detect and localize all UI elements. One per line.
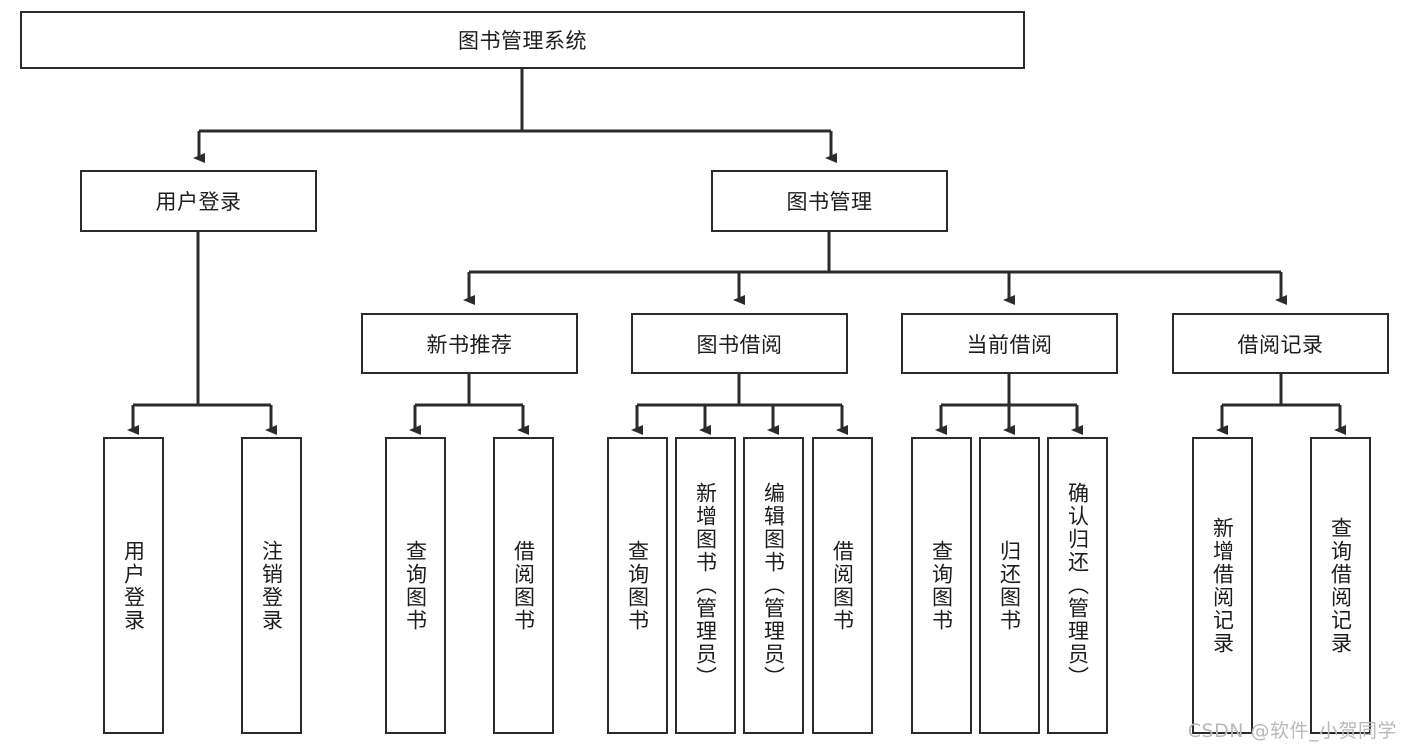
leaf-logout[interactable]: 注销登录: [241, 437, 302, 734]
leaf-edit-book-admin[interactable]: 编辑图书（管理员）: [743, 437, 804, 734]
leaf-add-borrow-record-label: 新增借阅记录: [1210, 516, 1235, 655]
leaf-query-book-newbook[interactable]: 查询图书: [385, 437, 446, 734]
leaf-query-book-current-label: 查询图书: [929, 539, 954, 632]
leaf-query-borrow-record[interactable]: 查询借阅记录: [1310, 437, 1371, 734]
node-book-borrow-label: 图书借阅: [696, 332, 783, 357]
leaf-borrow-book-label: 借阅图书: [830, 539, 855, 632]
node-user-login-label: 用户登录: [155, 190, 242, 214]
leaf-query-borrow-record-label: 查询借阅记录: [1328, 516, 1353, 655]
watermark: CSDN @软件_小贺同学: [1187, 720, 1397, 742]
node-current-borrow-label: 当前借阅: [966, 332, 1053, 357]
leaf-edit-book-admin-label: 编辑图书（管理员）: [761, 482, 786, 689]
node-book-management[interactable]: 图书管理: [711, 170, 948, 232]
leaf-query-book-borrow-label: 查询图书: [625, 539, 650, 632]
leaf-query-book-newbook-label: 查询图书: [403, 539, 428, 632]
leaf-add-book-admin-label: 新增图书（管理员）: [693, 482, 718, 689]
leaf-confirm-return-admin[interactable]: 确认归还（管理员）: [1047, 437, 1108, 734]
node-book-management-label: 图书管理: [786, 190, 873, 214]
leaf-return-book[interactable]: 归还图书: [979, 437, 1040, 734]
node-new-book-recommend-label: 新书推荐: [426, 332, 513, 357]
leaf-return-book-label: 归还图书: [997, 539, 1022, 632]
node-borrow-records[interactable]: 借阅记录: [1172, 313, 1389, 374]
node-root-label: 图书管理系统: [458, 29, 587, 53]
node-root[interactable]: 图书管理系统: [20, 11, 1025, 69]
node-new-book-recommend[interactable]: 新书推荐: [361, 313, 578, 374]
leaf-query-book-borrow[interactable]: 查询图书: [607, 437, 668, 734]
leaf-user-login[interactable]: 用户登录: [103, 437, 164, 734]
leaf-borrow-book-newbook[interactable]: 借阅图书: [493, 437, 554, 734]
leaf-add-borrow-record[interactable]: 新增借阅记录: [1192, 437, 1253, 734]
leaf-confirm-return-admin-label: 确认归还（管理员）: [1065, 482, 1090, 689]
node-book-borrow[interactable]: 图书借阅: [631, 313, 848, 374]
node-user-login[interactable]: 用户登录: [80, 170, 317, 232]
leaf-logout-label: 注销登录: [259, 539, 284, 632]
leaf-query-book-current[interactable]: 查询图书: [911, 437, 972, 734]
leaf-borrow-book[interactable]: 借阅图书: [812, 437, 873, 734]
node-borrow-records-label: 借阅记录: [1237, 332, 1324, 357]
leaf-add-book-admin[interactable]: 新增图书（管理员）: [675, 437, 736, 734]
leaf-user-login-label: 用户登录: [121, 539, 146, 632]
node-current-borrow[interactable]: 当前借阅: [901, 313, 1118, 374]
leaf-borrow-book-newbook-label: 借阅图书: [511, 539, 536, 632]
